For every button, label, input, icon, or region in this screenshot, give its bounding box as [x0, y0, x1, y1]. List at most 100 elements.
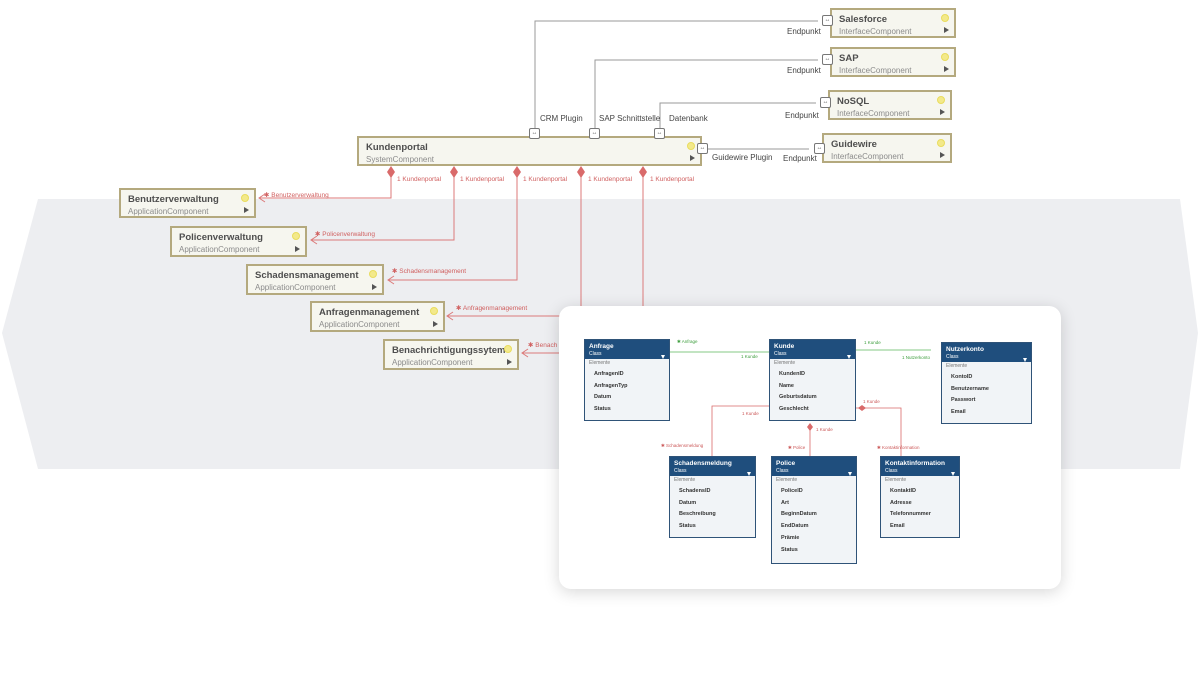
portal-multiplicity-label: 1 Kundenportal	[397, 176, 442, 183]
class-attribute: KundenID	[779, 370, 805, 377]
interface-nosql[interactable]: NoSQL InterfaceComponent	[828, 90, 952, 120]
plugin-label: Datenbank	[669, 114, 708, 123]
status-dot-icon	[941, 14, 949, 22]
class-attribute: Adresse	[890, 499, 912, 506]
class-header: Kunde Class	[770, 340, 855, 359]
application-policenverwaltung[interactable]: Policenverwaltung ApplicationComponent	[170, 226, 307, 257]
relation-label: 1 Kunde	[816, 427, 833, 432]
application-benutzerverwaltung[interactable]: Benutzerverwaltung ApplicationComponent	[119, 188, 256, 218]
interface-title: SAP	[839, 53, 859, 64]
caret-down-icon[interactable]	[951, 472, 955, 476]
expand-arrow-icon[interactable]	[944, 66, 949, 72]
class-attribute: KontaktID	[890, 487, 916, 494]
role-label: ✱ Benach	[528, 342, 558, 349]
endpoint-port-icon[interactable]: ↔	[814, 143, 825, 154]
interface-salesforce[interactable]: Salesforce InterfaceComponent	[830, 8, 956, 38]
component-title: Schadensmanagement	[255, 270, 359, 281]
attribute-section-label: Elemente	[946, 363, 968, 369]
class-schadensmeldung[interactable]: Schadensmeldung Class Elemente SchadensI…	[669, 456, 756, 538]
relation-text: Anfrage	[681, 339, 698, 344]
component-type: ApplicationComponent	[179, 245, 260, 254]
class-stereotype: Class	[946, 354, 959, 360]
caret-down-icon[interactable]	[747, 472, 751, 476]
class-attribute: KontoID	[951, 373, 973, 380]
interface-type: InterfaceComponent	[831, 152, 904, 161]
interface-title: Salesforce	[839, 14, 888, 25]
class-attribute: Prämie	[781, 535, 800, 542]
class-kontaktinformation[interactable]: Kontaktinformation Class Elemente Kontak…	[880, 456, 960, 538]
status-dot-icon	[941, 53, 949, 61]
class-kunde[interactable]: Kunde Class Elemente KundenID Name Gebur…	[769, 339, 856, 421]
endpoint-label: Endpunkt	[783, 154, 817, 163]
interface-guidewire[interactable]: Guidewire InterfaceComponent	[822, 133, 952, 163]
application-benachrichtigungssytem[interactable]: Benachrichtigungssytem ApplicationCompon…	[383, 339, 519, 370]
interface-title: NoSQL	[837, 96, 870, 107]
plugin-port-icon[interactable]: ↔	[654, 128, 665, 139]
plugin-label: CRM Plugin	[540, 114, 583, 123]
expand-arrow-icon[interactable]	[372, 284, 377, 290]
role-text: Schadensmanagement	[399, 268, 467, 275]
attribute-section-label: Elemente	[589, 360, 611, 366]
class-title: Police	[776, 460, 796, 467]
class-attribute: PoliceID	[781, 487, 803, 494]
component-type: ApplicationComponent	[128, 207, 209, 216]
class-attribute: Art	[781, 499, 789, 506]
class-diagram-card: ✱ Anfrage 1 Kunde 1 Kunde 1 Nutzerkonto …	[559, 306, 1061, 589]
role-label: ✱ Schadensmanagement	[392, 268, 467, 275]
class-attribute: Status	[679, 523, 696, 530]
relation-label: ✱ Schadensmeldung	[661, 443, 704, 448]
expand-arrow-icon[interactable]	[433, 321, 438, 327]
caret-down-icon[interactable]	[1023, 358, 1027, 362]
relation-label: 1 Kunde	[741, 354, 758, 359]
plugin-port-icon[interactable]: ↔	[589, 128, 600, 139]
attribute-section-label: Elemente	[776, 477, 798, 483]
expand-arrow-icon[interactable]	[940, 109, 945, 115]
class-attribute: Telefonnummer	[890, 511, 931, 518]
relation-label: ✱ Anfrage	[677, 339, 698, 344]
class-title: Schadensmeldung	[674, 460, 732, 467]
endpoint-port-icon[interactable]: ↔	[822, 54, 833, 65]
class-stereotype: Class	[774, 351, 787, 357]
caret-down-icon[interactable]	[848, 472, 852, 476]
expand-arrow-icon[interactable]	[507, 359, 512, 365]
class-attribute: Email	[951, 409, 966, 416]
application-schadensmanagement[interactable]: Schadensmanagement ApplicationComponent	[246, 264, 384, 295]
interface-sap[interactable]: SAP InterfaceComponent	[830, 47, 956, 77]
class-attribute: SchadensID	[679, 487, 711, 494]
portal-multiplicity-label: 1 Kundenportal	[460, 176, 505, 183]
class-attribute: BeginnDatum	[781, 511, 817, 518]
relation-text: Police	[793, 445, 806, 450]
relation-label: ✱ Police	[788, 445, 806, 450]
endpoint-port-icon[interactable]: ↔	[822, 15, 833, 26]
class-header: Anfrage Class	[585, 340, 669, 359]
expand-arrow-icon[interactable]	[690, 155, 695, 161]
caret-down-icon[interactable]	[661, 355, 665, 359]
attribute-section-label: Elemente	[885, 477, 907, 483]
status-dot-icon	[937, 139, 945, 147]
status-dot-icon	[937, 96, 945, 104]
application-anfragenmanagement[interactable]: Anfragenmanagement ApplicationComponent	[310, 301, 445, 332]
caret-down-icon[interactable]	[847, 355, 851, 359]
class-attribute: Geburtsdatum	[779, 394, 817, 401]
class-police[interactable]: Police Class Elemente PoliceID Art Begin…	[771, 456, 857, 564]
class-stereotype: Class	[776, 468, 789, 474]
class-attribute: Status	[594, 406, 611, 413]
plugin-port-icon[interactable]: ↔	[697, 143, 708, 154]
expand-arrow-icon[interactable]	[944, 27, 949, 33]
plugin-port-icon[interactable]: ↔	[529, 128, 540, 139]
role-label: ✱ Benutzerverwaltung	[264, 192, 329, 199]
expand-arrow-icon[interactable]	[244, 207, 249, 213]
class-nutzerkonto[interactable]: Nutzerkonto Class Elemente KontoID Benut…	[941, 342, 1032, 424]
expand-arrow-icon[interactable]	[940, 152, 945, 158]
class-anfrage[interactable]: Anfrage Class Elemente AnfragenID Anfrag…	[584, 339, 670, 421]
class-header: Nutzerkonto Class	[942, 343, 1031, 362]
portal-multiplicity-label: 1 Kundenportal	[650, 176, 695, 183]
class-attribute: Status	[781, 546, 798, 553]
component-title: Benutzerverwaltung	[128, 194, 219, 205]
relation-label: 1 Nutzerkonto	[902, 355, 931, 360]
system-component-kundenportal[interactable]: Kundenportal SystemComponent	[357, 136, 702, 166]
endpoint-port-icon[interactable]: ↔	[820, 97, 831, 108]
expand-arrow-icon[interactable]	[295, 246, 300, 252]
relation-text: Schadensmeldung	[666, 443, 704, 448]
relation-label: 1 Kunde	[742, 411, 759, 416]
